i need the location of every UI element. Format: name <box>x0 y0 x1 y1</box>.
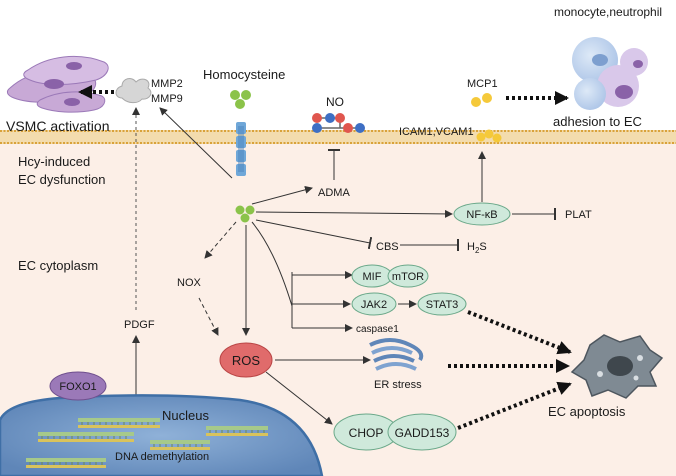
caspase1-label: caspase1 <box>356 324 399 335</box>
er-stress-label: ER stress <box>374 379 422 391</box>
dna-demethylation-label: DNA demethylation <box>115 451 209 463</box>
monocyte-neutrophil-icon <box>572 37 648 110</box>
mtor-label: mTOR <box>392 271 424 283</box>
vsmc-activation-label: VSMC activation <box>6 118 109 134</box>
hcy-to-nfkb-arrow <box>255 209 453 218</box>
cbs-label: CBS <box>376 241 399 253</box>
cell-membrane <box>0 130 676 144</box>
nucleus-label: Nucleus <box>162 408 209 423</box>
hcy-to-mmp-arrow <box>159 107 233 179</box>
icam-vcam-icon <box>476 129 502 143</box>
mmp-cloud-icon <box>115 78 152 104</box>
no-label: NO <box>326 95 344 109</box>
ros-label: ROS <box>232 353 261 368</box>
intracellular-hcy-icon <box>235 205 255 223</box>
stat3-to-apoptosis-arrow <box>467 310 572 355</box>
mcp1-chemokine-icon <box>471 93 492 107</box>
pdgf-label: PDGF <box>124 319 155 331</box>
monocyte-neutrophil-label: monocyte,neutrophil <box>554 5 662 19</box>
foxo1-label: FOXO1 <box>59 381 96 393</box>
nfkb-label: NF-κB <box>466 209 497 221</box>
homocysteine-molecule-icon <box>230 90 251 109</box>
ros-to-chop-arrow <box>265 371 333 425</box>
ec-apoptosis-label: EC apoptosis <box>548 404 626 419</box>
ec-cytoplasm-label: EC cytoplasm <box>18 258 98 273</box>
receptor-icon <box>236 122 246 176</box>
mcp1-label: MCP1 <box>467 78 498 90</box>
hcy-inhibits-cbs <box>255 219 373 250</box>
stat3-label: STAT3 <box>426 299 459 311</box>
dna-strand-icon <box>26 418 268 468</box>
ec-dysfunction-label: EC dysfunction <box>18 172 105 187</box>
foxo1-node <box>49 371 107 401</box>
jak2-node <box>351 292 397 316</box>
nfkb-node <box>453 202 511 226</box>
hcy-to-nox-arrow <box>204 221 237 259</box>
homocysteine-label: Homocysteine <box>203 67 285 82</box>
mmp9-label: MMP9 <box>151 93 183 105</box>
nox-label: NOX <box>177 277 202 289</box>
er-stress-icon <box>369 338 424 371</box>
ros-node <box>219 342 273 378</box>
adhesion-to-ec-label: adhesion to EC <box>553 114 642 129</box>
hcy-induced-label: Hcy-induced <box>18 154 90 169</box>
h2s-label: H2S <box>467 241 487 255</box>
hcy-to-signaling-arrow <box>251 221 293 307</box>
apoptotic-cell-icon <box>570 334 664 399</box>
plat-label: PLAT <box>565 209 592 221</box>
gadd153-node <box>387 413 457 451</box>
adma-label: ADMA <box>318 187 350 199</box>
mif-label: MIF <box>363 271 382 283</box>
nucleus-body <box>0 394 324 476</box>
chop-to-apoptosis-arrow <box>457 381 572 430</box>
hcy-to-adma-arrow <box>251 185 313 205</box>
stat3-node <box>417 292 467 316</box>
mmp2-label: MMP2 <box>151 78 183 90</box>
mtor-node <box>387 264 429 288</box>
gadd153-label: GADD153 <box>395 426 450 440</box>
no-molecule-icon <box>312 113 365 133</box>
icam-vcam-label: ICAM1,VCAM1 <box>399 126 474 138</box>
chop-label: CHOP <box>349 426 384 440</box>
jak2-label: JAK2 <box>361 299 387 311</box>
